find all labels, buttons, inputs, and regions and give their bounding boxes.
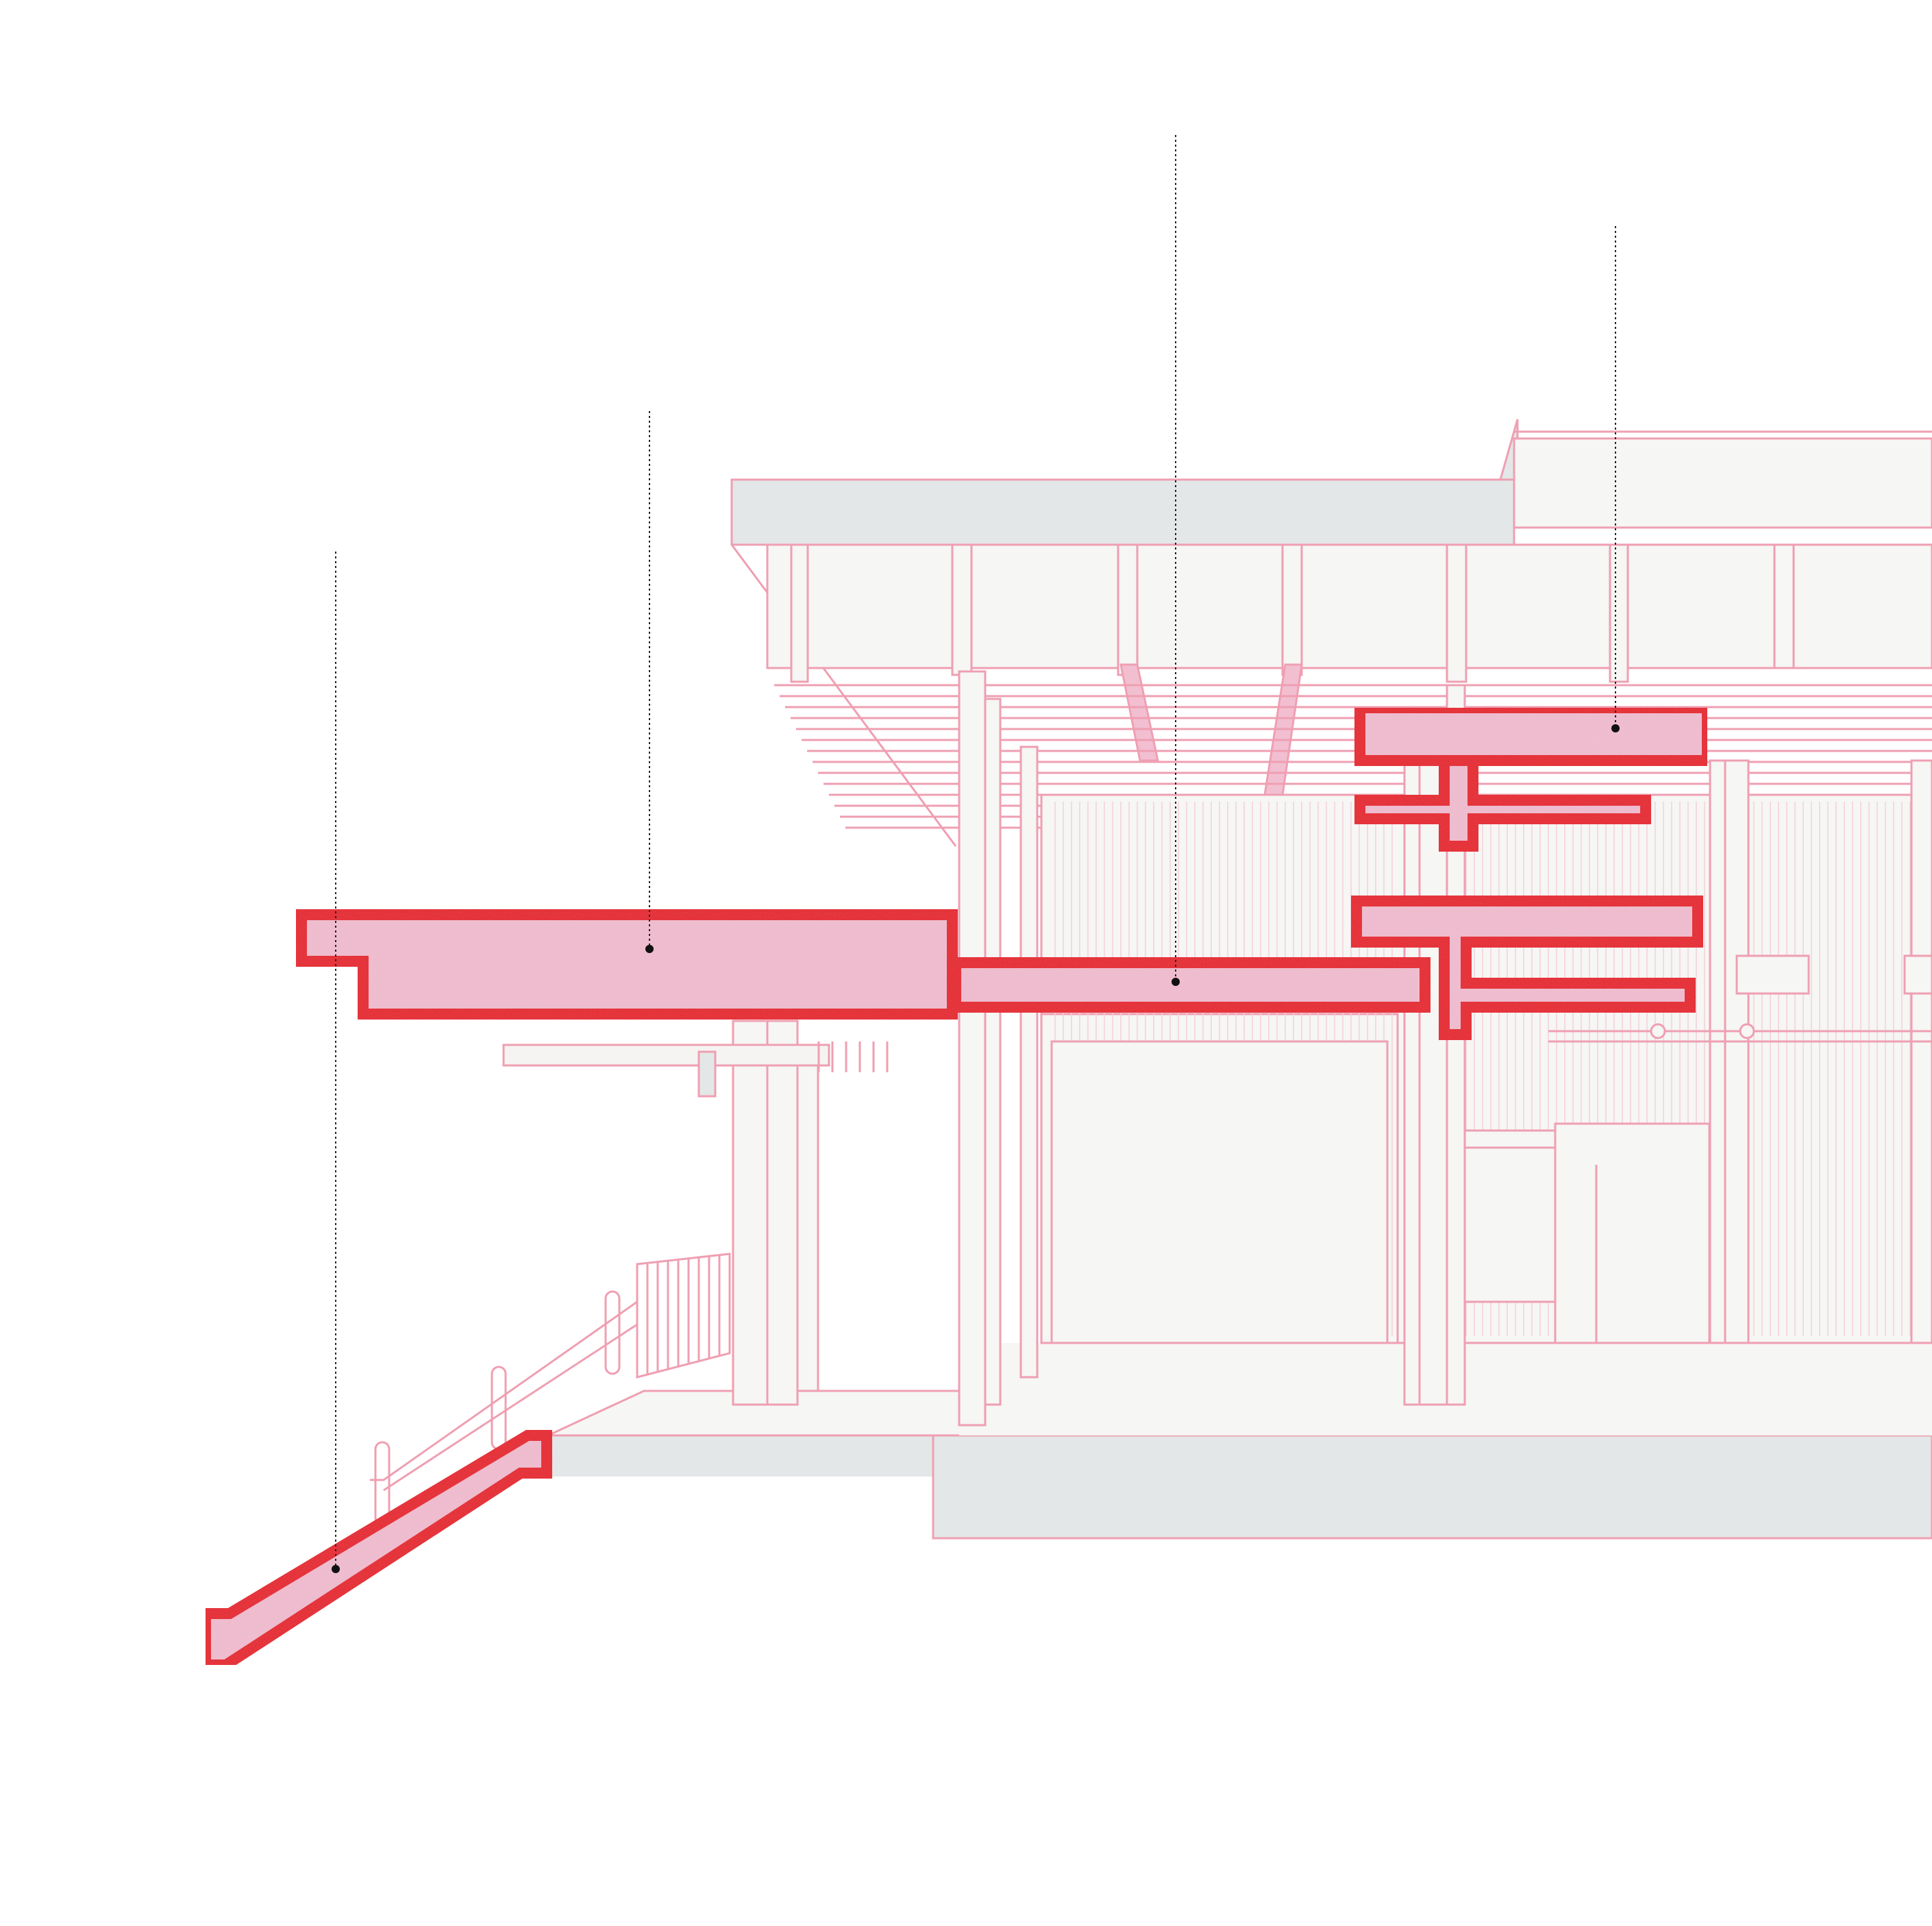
intermediate-floor-slab-section	[950, 896, 1703, 1040]
leader-dot-stair	[332, 1565, 340, 1573]
ceiling-soffit	[766, 543, 1932, 669]
openings	[1050, 1040, 1711, 1344]
upper-beam-section	[1354, 702, 1713, 852]
leader-dot-cantilever	[645, 945, 654, 953]
stair-slab-section	[200, 1430, 552, 1670]
cantilever-slab-section	[296, 909, 958, 1020]
stair-railing	[370, 1252, 731, 1526]
leader-dot-beam	[1611, 724, 1620, 732]
section-cuts	[200, 702, 1713, 1670]
leader-dot-floor	[1172, 978, 1180, 986]
service-pipes	[502, 954, 1932, 1098]
columns	[732, 670, 1932, 1427]
leader-lines	[335, 135, 1616, 1569]
leader-dots	[332, 724, 1620, 1573]
building-context	[370, 419, 1932, 1540]
roof-slab	[730, 419, 1932, 847]
roof-hangers	[790, 543, 1795, 796]
ground-slab	[547, 1343, 1932, 1540]
t-beam-section-lower	[1351, 896, 1703, 1040]
t-beam-section-upper	[1354, 755, 1651, 852]
